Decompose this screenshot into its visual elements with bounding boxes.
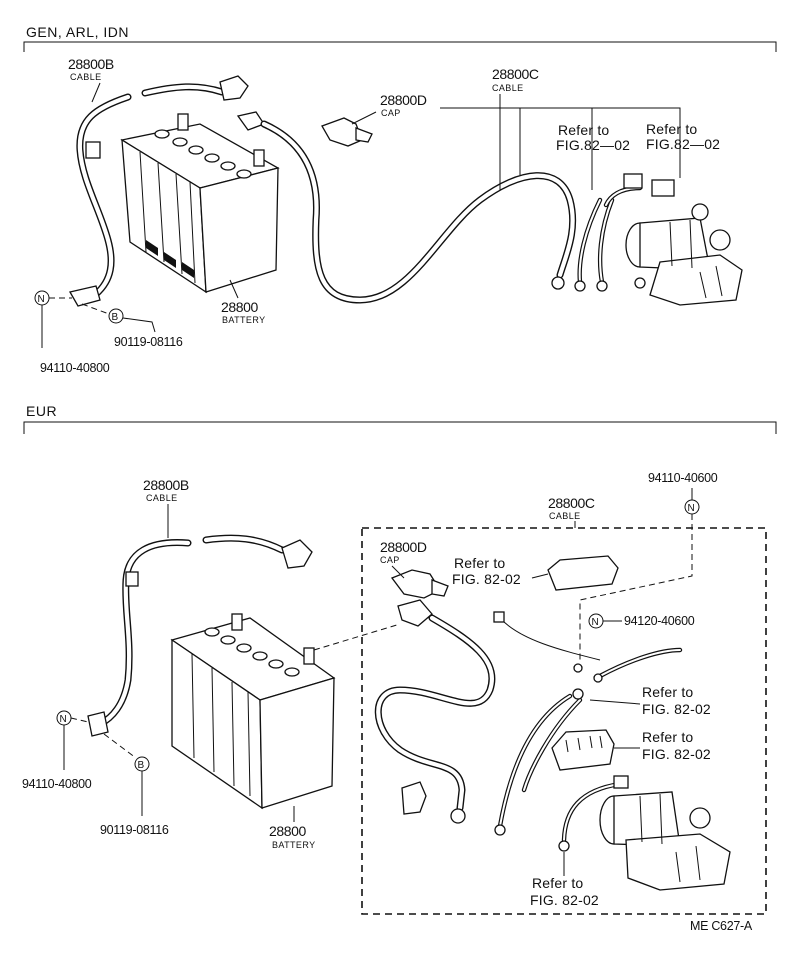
- top-bolt-symbol: [108, 308, 124, 324]
- bottom-cable-c-group-box: [361, 527, 767, 915]
- bottom-ref-block-line2: FIG. 82-02: [642, 746, 711, 762]
- bottom-fusible-block: [551, 729, 615, 771]
- section-title-eur: EUR: [26, 403, 57, 419]
- top-battery-name: BATTERY: [222, 315, 265, 325]
- top-cap: [321, 117, 373, 147]
- top-connector-left: [623, 173, 643, 189]
- top-cable-c-number: 28800C: [492, 66, 539, 82]
- bottom-ref-bottom-line2: FIG. 82-02: [530, 892, 599, 908]
- bottom-nut-top-symbol-label: N: [688, 503, 695, 514]
- bottom-nut-left-number: 94110-40800: [22, 777, 92, 791]
- top-bolt-symbol-label: B: [112, 312, 119, 323]
- top-cable-clip: [85, 141, 101, 159]
- top-cable-b-number: 28800B: [68, 56, 114, 72]
- bottom-nut-top-number: 94110-40600: [648, 471, 718, 485]
- top-cable-negative: [69, 75, 249, 307]
- bottom-cable-negative: [87, 534, 313, 737]
- top-cap-d-number: 28800D: [380, 92, 427, 108]
- bottom-cover: [547, 555, 619, 591]
- bottom-ref-block-line1: Refer to: [642, 729, 693, 745]
- top-nut-symbol-label: N: [38, 294, 45, 305]
- bottom-ref-cover-line1: Refer to: [454, 555, 505, 571]
- bottom-cap: [390, 569, 449, 599]
- bottom-nut-mid-number: 94120-40600: [624, 614, 695, 628]
- top-cable-positive: [236, 111, 675, 304]
- bottom-negative-terminal-clamp: [281, 539, 313, 569]
- bottom-bolt-number: 90119-08116: [100, 823, 169, 837]
- top-ground-terminal: [69, 285, 101, 307]
- top-positive-terminal: [236, 111, 265, 131]
- section-title-gen-arl-idn: GEN, ARL, IDN: [26, 24, 129, 40]
- top-battery-number: 28800: [221, 299, 259, 315]
- bottom-nut-mid-symbol-label: N: [592, 617, 599, 628]
- bottom-cap-d-number: 28800D: [380, 539, 427, 555]
- bottom-ref-cover-line2: FIG. 82-02: [452, 571, 521, 587]
- bottom-ground-terminal: [87, 711, 109, 737]
- bottom-ref-mid-line2: FIG. 82-02: [642, 701, 711, 717]
- top-starter-motor: [625, 203, 743, 306]
- bottom-cable-b-number: 28800B: [143, 477, 189, 493]
- top-connector-right: [651, 179, 675, 197]
- top-negative-terminal-clamp: [219, 75, 249, 101]
- bottom-bolt-symbol-label: B: [138, 760, 145, 771]
- top-ref-right-line2: FIG.82—02: [646, 136, 720, 152]
- top-battery: [120, 113, 280, 294]
- bottom-cable-positive: [374, 599, 496, 824]
- bottom-harness: [493, 611, 683, 852]
- bottom-cable-b-name: CABLE: [146, 493, 178, 503]
- bottom-nut-left-symbol-label: N: [60, 714, 67, 725]
- bottom-ref-bottom-line1: Refer to: [532, 875, 583, 891]
- bottom-cable-c-name: CABLE: [549, 511, 581, 521]
- top-cable-b-name: CABLE: [70, 72, 102, 82]
- bottom-cable-clip: [125, 571, 139, 587]
- bottom-terminal-boot: [401, 781, 427, 815]
- section-bracket-top: [23, 41, 777, 52]
- bottom-battery: [170, 613, 336, 810]
- bottom-ref-mid-line1: Refer to: [642, 684, 693, 700]
- bottom-starter-motor: [599, 791, 731, 891]
- section-bracket-bottom: [23, 421, 777, 434]
- top-ref-left-line2: FIG.82—02: [556, 137, 630, 153]
- top-cap-d-name: CAP: [381, 108, 401, 118]
- top-bolt-number: 90119-08116: [114, 335, 183, 349]
- bottom-battery-name: BATTERY: [272, 840, 315, 850]
- top-cable-c-name: CABLE: [492, 83, 524, 93]
- top-nut-number: 94110-40800: [40, 361, 110, 375]
- bottom-positive-terminal: [397, 599, 433, 627]
- top-ref-right-line1: Refer to: [646, 121, 697, 137]
- top-ref-left-line1: Refer to: [558, 122, 609, 138]
- bottom-cable-c-number: 28800C: [548, 495, 595, 511]
- bottom-battery-number: 28800: [269, 823, 307, 839]
- bottom-cap-d-name: CAP: [380, 555, 400, 565]
- diagram-code: ME C627-A: [690, 919, 753, 933]
